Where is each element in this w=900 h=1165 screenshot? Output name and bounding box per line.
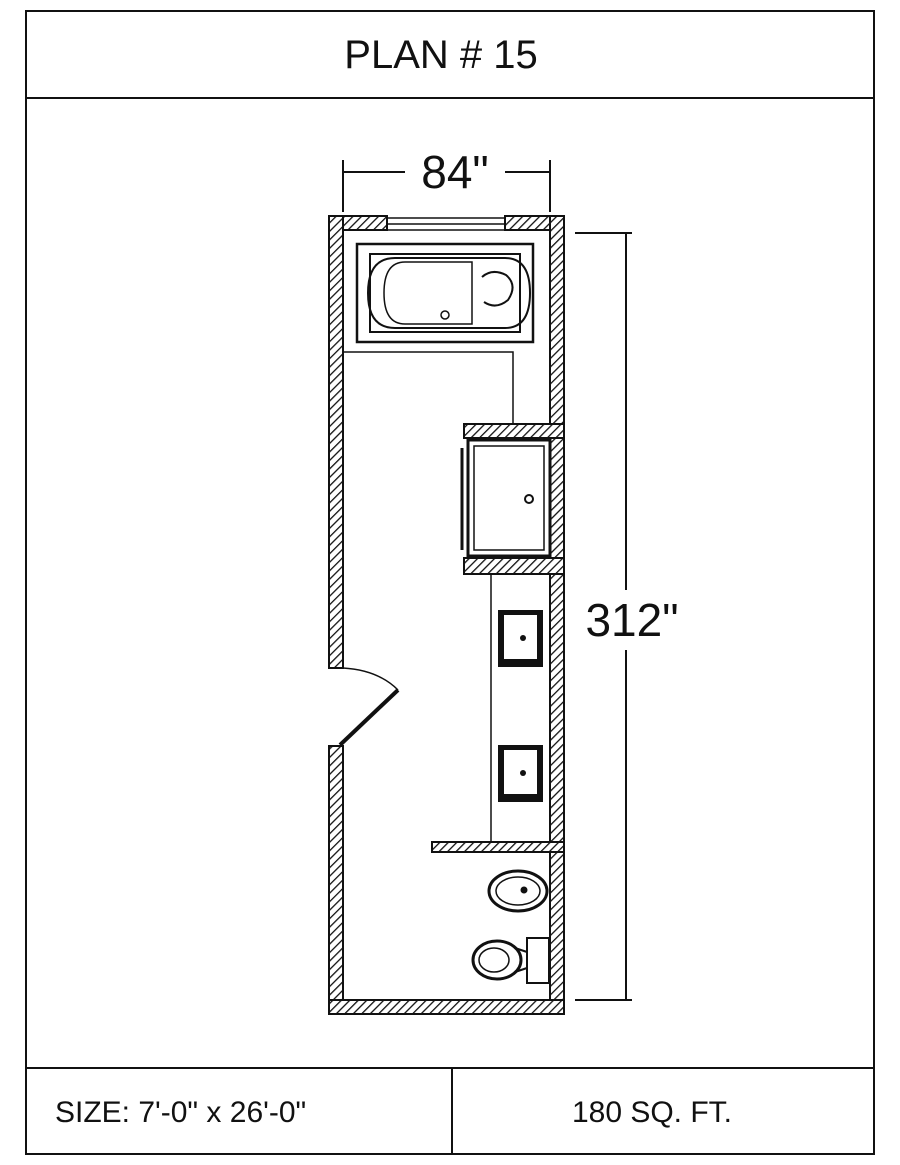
bathtub xyxy=(355,242,535,344)
shower xyxy=(460,438,552,558)
sink xyxy=(498,610,543,667)
bidet xyxy=(487,869,549,913)
window xyxy=(386,217,506,231)
door xyxy=(338,667,400,747)
width-dimension xyxy=(342,160,551,212)
sink xyxy=(498,745,543,802)
plan-title: PLAN # 15 xyxy=(344,33,537,77)
toilet xyxy=(471,937,550,984)
sheet-border xyxy=(25,10,875,1155)
length-label: 312" xyxy=(585,594,678,646)
size-label: SIZE: 7'-0" x 26'-0" xyxy=(55,1096,306,1129)
walls xyxy=(328,215,565,1015)
width-label: 84" xyxy=(421,146,489,198)
length-dimension xyxy=(575,232,632,1001)
area-label: 180 SQ. FT. xyxy=(572,1096,732,1129)
tub-platform-line xyxy=(343,351,514,424)
